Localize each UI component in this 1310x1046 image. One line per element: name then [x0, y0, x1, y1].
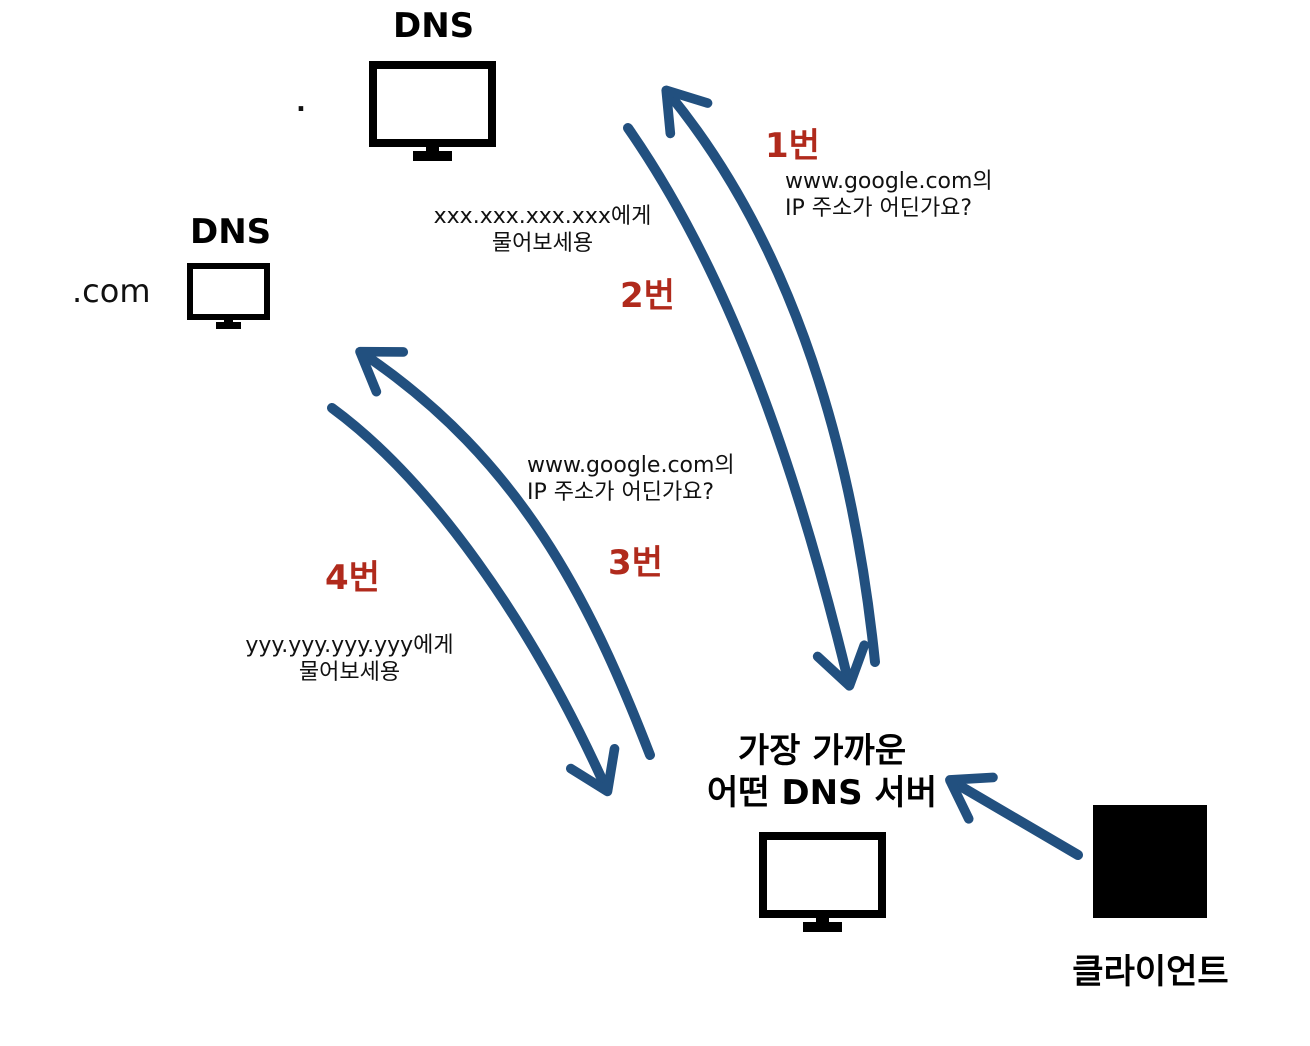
- arrow-step3: [355, 346, 655, 760]
- step4-line1: yyy.yyy.yyy.yyy에게: [245, 633, 454, 658]
- step3-text: www.google.com의 IP 주소가 어딘가요?: [527, 452, 735, 506]
- step1-line1: www.google.com의: [785, 169, 993, 194]
- step4-label: 4번: [325, 558, 380, 598]
- nearest-dns-title-line2: 어떤 DNS 서버: [707, 773, 937, 813]
- step4-line2: 물어보세용: [298, 660, 401, 685]
- nearest-dns-monitor-icon: [759, 832, 886, 932]
- client-box: [1093, 805, 1207, 918]
- root-dns-title: DNS: [393, 6, 475, 46]
- root-zone-label: .: [296, 88, 306, 118]
- com-dns-monitor-icon: [187, 263, 270, 329]
- step2-text: xxx.xxx.xxx.xxx에게 물어보세용: [405, 203, 680, 257]
- com-dns-title: DNS: [190, 212, 272, 252]
- arrow-client-request: [945, 772, 1083, 860]
- com-zone-label: .com: [72, 272, 151, 310]
- nearest-dns-title-line1: 가장 가까운: [737, 731, 907, 771]
- step3-line1: www.google.com의: [527, 453, 735, 478]
- arrow-step2: [623, 123, 870, 691]
- step3-label: 3번: [608, 543, 663, 583]
- client-label: 클라이언트: [1072, 952, 1229, 992]
- step1-line2: IP 주소가 어딘가요?: [785, 196, 973, 221]
- step1-label: 1번: [765, 126, 820, 166]
- step2-label: 2번: [620, 276, 675, 316]
- arrow-step1: [661, 85, 880, 667]
- step2-line2: 물어보세용: [491, 231, 594, 256]
- arrow-step4: [327, 403, 620, 797]
- step1-text: www.google.com의 IP 주소가 어딘가요?: [785, 168, 993, 222]
- root-dns-monitor-icon: [369, 61, 496, 161]
- step2-line1: xxx.xxx.xxx.xxx에게: [433, 204, 652, 229]
- step3-line2: IP 주소가 어딘가요?: [527, 480, 715, 505]
- nearest-dns-title: 가장 가까운 어떤 DNS 서버: [692, 730, 952, 814]
- step4-text: yyy.yyy.yyy.yyy에게 물어보세용: [212, 632, 487, 686]
